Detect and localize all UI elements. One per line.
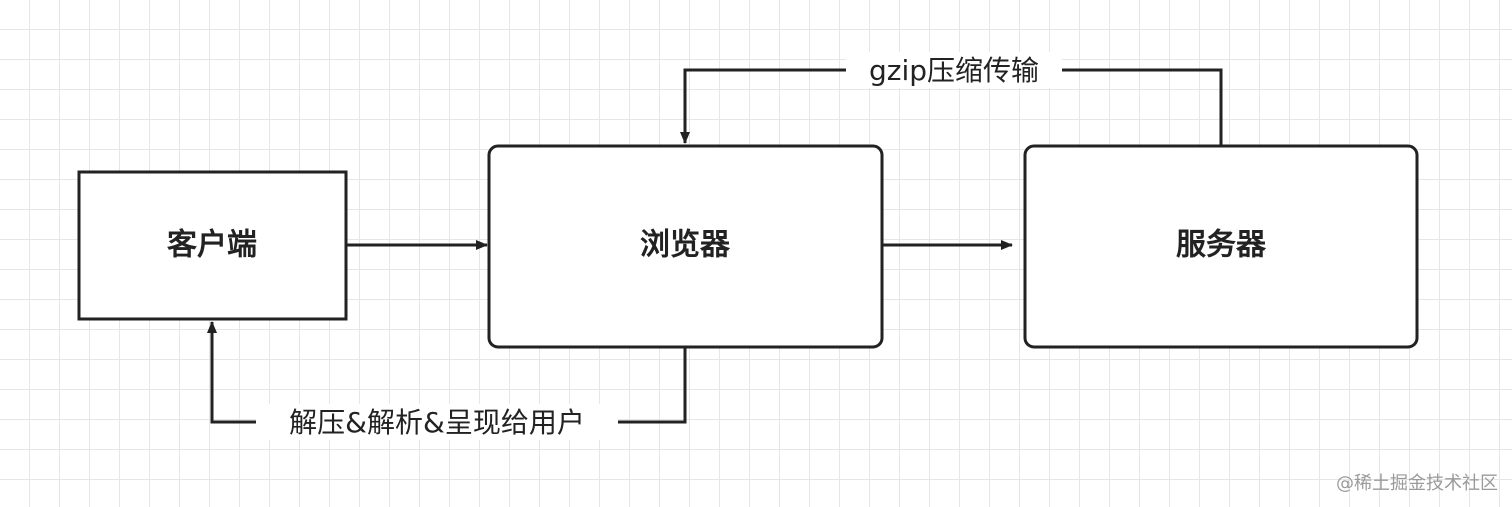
watermark: @稀土掘金技术社区 bbox=[1336, 473, 1498, 494]
browser-to-client-label-bg bbox=[256, 404, 618, 440]
browser-to-client-label: 解压&解析&呈现给用户 bbox=[289, 406, 585, 439]
client-label: 客户端 bbox=[167, 228, 257, 263]
server-label: 服务器 bbox=[1176, 228, 1267, 263]
server-to-browser-label-bg bbox=[846, 52, 1062, 88]
client-box bbox=[77, 170, 348, 321]
client-node: 客户端 bbox=[77, 170, 348, 321]
server-to-browser-label: gzip压缩传输 bbox=[869, 54, 1039, 87]
server-node: 服务器 bbox=[1023, 144, 1419, 349]
browser-label: 浏览器 bbox=[640, 228, 731, 263]
browser-node: 浏览器 bbox=[487, 144, 884, 349]
